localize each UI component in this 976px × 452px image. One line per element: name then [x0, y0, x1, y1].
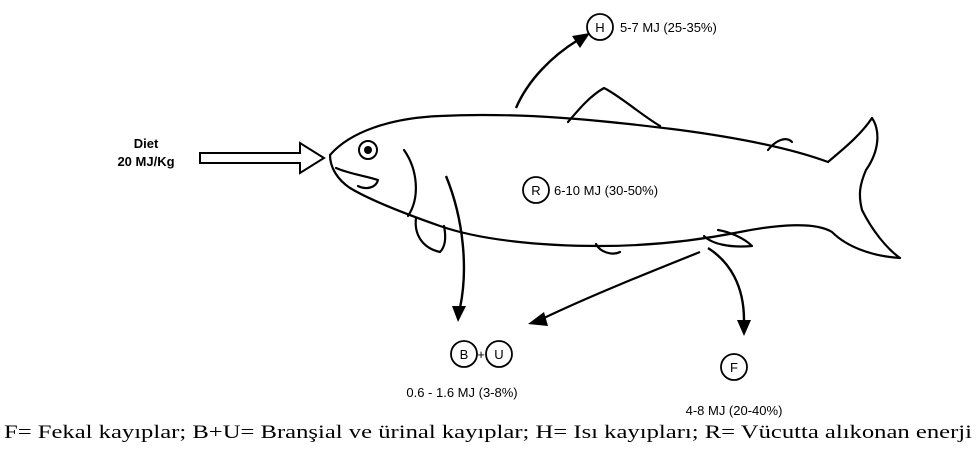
branchial-arrow [446, 176, 464, 308]
fish-pupil [364, 146, 372, 154]
branchial-symbol: B [460, 347, 469, 362]
retained-value: 6-10 MJ (30-50%) [554, 183, 658, 198]
plus-sign: + [477, 347, 485, 362]
fecal-value: 4-8 MJ (20-40%) [686, 403, 783, 418]
branchial-arrowhead [452, 306, 466, 322]
fecal-arrowhead [737, 320, 751, 336]
fish-gill [404, 150, 416, 216]
diet-value: 20 MJ/Kg [117, 154, 174, 169]
urinary-arrowhead [528, 312, 548, 326]
fish [330, 88, 900, 258]
fecal-arrow [708, 248, 744, 320]
branchial-urinary-value: 0.6 - 1.6 MJ (3-8%) [406, 385, 517, 400]
fecal-symbol: F [730, 360, 738, 375]
legend-caption: F= Fekal kayıplar; B+U= Branşial ve ürin… [4, 422, 972, 443]
diet-label: Diet [134, 136, 159, 151]
urinary-symbol: U [494, 347, 503, 362]
heat-value: 5-7 MJ (25-35%) [620, 20, 717, 35]
heat-arrow [516, 40, 578, 108]
retained-symbol: R [531, 183, 540, 198]
heat-arrowhead [572, 33, 590, 48]
fish-mouth [336, 168, 378, 188]
urinary-arrow [544, 252, 700, 318]
diet-input-arrow [200, 143, 324, 173]
heat-symbol: H [595, 20, 604, 35]
